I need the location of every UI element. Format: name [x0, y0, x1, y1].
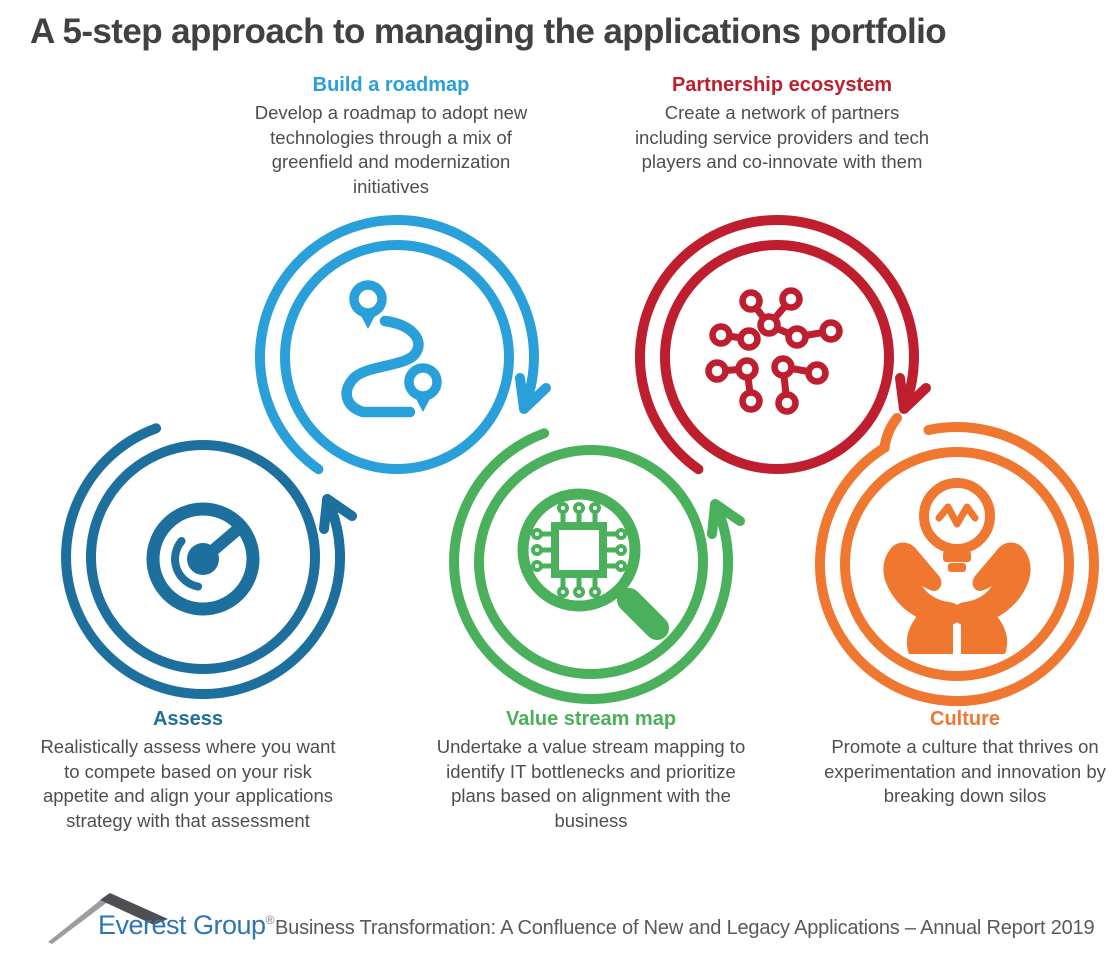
registered-trademark-symbol: ®	[265, 913, 275, 927]
step-circle-build-roadmap	[237, 197, 557, 517]
step-text-culture: Culture Promote a culture that thrives o…	[812, 708, 1117, 809]
step-text-build-roadmap: Build a roadmap Develop a roadmap to ado…	[238, 74, 544, 199]
step-circle-value-stream-map	[431, 402, 751, 722]
roadmap-pins-icon	[255, 214, 551, 475]
logo-wordmark: Everest Group	[98, 910, 266, 940]
step-circle-assess	[43, 397, 363, 717]
step-description-culture: Promote a culture that thrives on experi…	[824, 736, 1106, 807]
step-text-value-stream-map: Value stream map Undertake a value strea…	[425, 708, 757, 833]
step-heading-assess: Assess	[152, 708, 224, 730]
step-text-partnership-ecosystem: Partnership ecosystem Create a network o…	[632, 74, 932, 175]
step-heading-value-stream-map: Value stream map	[505, 708, 677, 730]
step-heading-partnership-ecosystem: Partnership ecosystem	[671, 74, 893, 96]
magnifier-chip-icon	[449, 428, 745, 704]
page-title: A 5-step approach to managing the applic…	[30, 12, 947, 51]
hands-lightbulb-icon	[814, 413, 1099, 706]
network-nodes-icon	[635, 214, 931, 475]
gauge-icon	[61, 423, 357, 699]
step-description-assess: Realistically assess where you want to c…	[40, 736, 336, 831]
step-description-value-stream-map: Undertake a value stream mapping to iden…	[436, 736, 746, 831]
everest-group-logo-text: Everest Group®	[98, 910, 274, 941]
step-heading-culture: Culture	[930, 708, 1000, 730]
step-description-partnership-ecosystem: Create a network of partners including s…	[634, 102, 930, 173]
everest-group-logo-peak-icon	[48, 893, 168, 944]
report-title: Business Transformation: A Confluence of…	[275, 917, 1095, 939]
step-text-assess: Assess Realistically assess where you wa…	[38, 708, 338, 833]
step-circle-culture	[797, 404, 1117, 724]
step-circle-partnership-ecosystem	[617, 197, 937, 517]
footer: Everest Group® Business Transformation: …	[40, 884, 1100, 954]
step-heading-build-roadmap: Build a roadmap	[312, 74, 470, 96]
step-description-build-roadmap: Develop a roadmap to adopt new technolog…	[254, 102, 528, 197]
